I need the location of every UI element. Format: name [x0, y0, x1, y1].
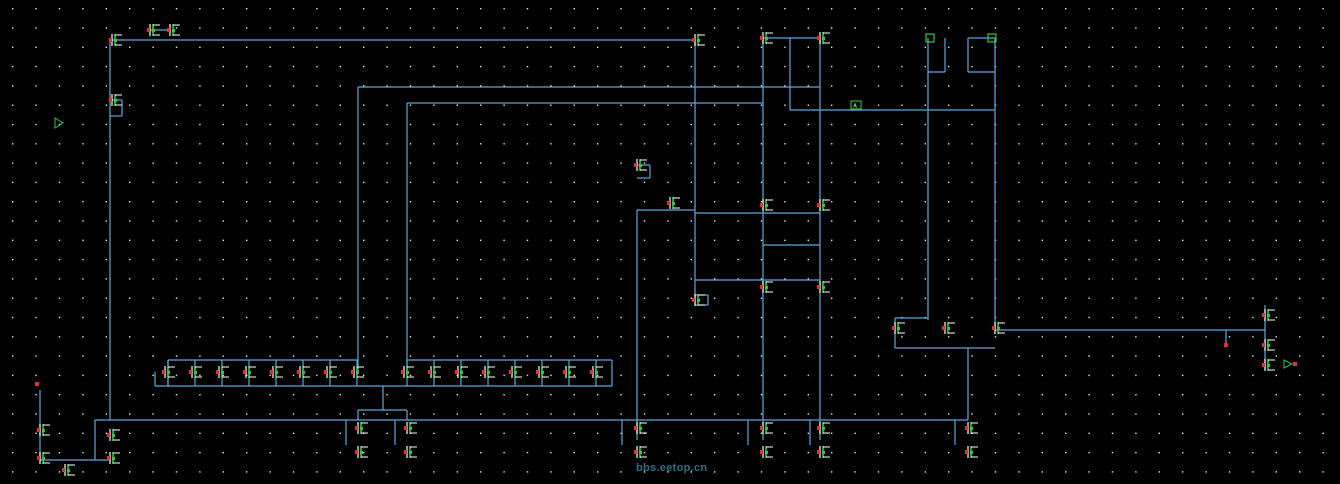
mosfet-device [351, 366, 364, 378]
mosfet-device [634, 446, 647, 458]
mosfet-device [243, 366, 256, 378]
mosfet-device [817, 281, 830, 293]
mosfet-device [1262, 339, 1275, 351]
instance-block [987, 33, 997, 43]
output-pin-icon [1283, 359, 1294, 369]
net-labels: A [850, 100, 862, 110]
devices [35, 24, 1297, 476]
mosfet-device [297, 366, 310, 378]
mosfet-device [590, 366, 603, 378]
mosfet-device [428, 366, 441, 378]
mosfet-device [667, 197, 680, 209]
mosfet-device [62, 464, 75, 476]
mosfet-device [482, 366, 495, 378]
mosfet-device [760, 422, 773, 434]
mosfet-device [992, 322, 1005, 334]
mosfet-device [270, 366, 283, 378]
mosfet-device [37, 452, 50, 464]
mosfet-device [817, 446, 830, 458]
mosfet-device [355, 422, 368, 434]
mosfet-device [760, 32, 773, 44]
pin-marker [35, 382, 39, 386]
input-pin-icon [54, 117, 64, 129]
mosfet-device [107, 429, 120, 441]
mosfet-device [634, 422, 647, 434]
mosfet-device [355, 446, 368, 458]
mosfet-device [965, 422, 978, 434]
mosfet-device [892, 322, 905, 334]
mosfet-device [167, 24, 180, 36]
mosfet-device [817, 32, 830, 44]
mosfet-device [692, 294, 705, 306]
net-label-box [850, 100, 862, 110]
mosfet-device [634, 159, 647, 171]
mosfet-device [109, 94, 122, 106]
mosfet-device [455, 366, 468, 378]
mosfet-device [942, 322, 955, 334]
mosfet-device [1262, 309, 1275, 321]
mosfet-device [760, 281, 773, 293]
mosfet-device [107, 452, 120, 464]
mosfet-device [109, 34, 122, 46]
mosfet-device [37, 424, 50, 436]
net-label-text: A [853, 102, 858, 110]
mosfet-device [162, 366, 175, 378]
mosfet-device [817, 422, 830, 434]
mosfet-device [324, 366, 337, 378]
pin-marker [1293, 362, 1297, 366]
mosfet-device [536, 366, 549, 378]
mosfet-device [404, 446, 417, 458]
mosfet-device [692, 34, 705, 46]
mosfet-device [1262, 359, 1275, 371]
mosfet-device [404, 422, 417, 434]
mosfet-device [760, 199, 773, 211]
mosfet-device [563, 366, 576, 378]
pin-marker [1224, 343, 1228, 347]
mosfet-device [147, 24, 160, 36]
mosfet-device [760, 446, 773, 458]
wires [39, 29, 1266, 461]
mosfet-device [817, 199, 830, 211]
mosfet-device [216, 366, 229, 378]
mosfet-device [401, 366, 414, 378]
grid-dots [12, 8, 1324, 473]
mosfet-device [509, 366, 522, 378]
mosfet-device [965, 446, 978, 458]
instance-block [925, 33, 935, 43]
mosfet-device [189, 366, 202, 378]
